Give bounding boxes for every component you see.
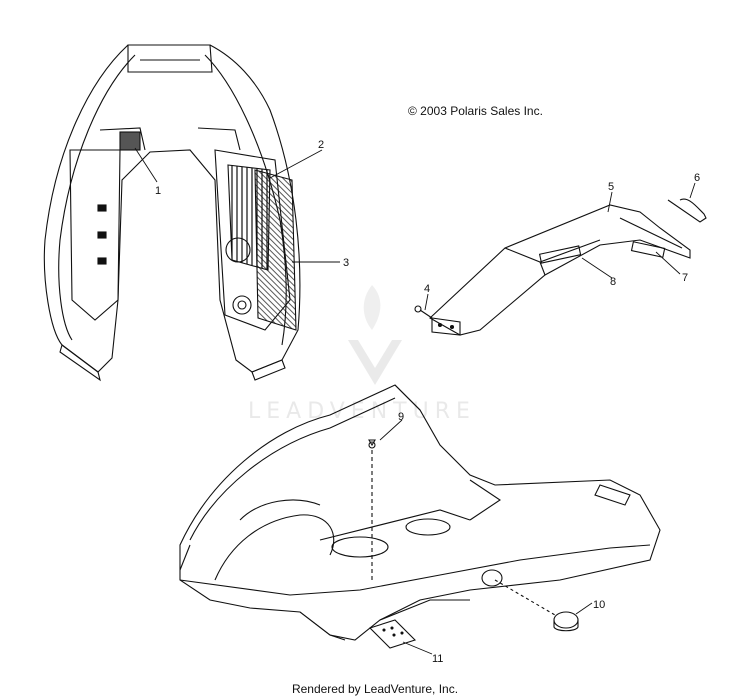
callout-6: 6 bbox=[694, 172, 700, 184]
callout-2: 2 bbox=[318, 139, 324, 151]
callout-8: 8 bbox=[610, 276, 616, 288]
callout-7: 7 bbox=[682, 272, 688, 284]
copyright-text: © 2003 Polaris Sales Inc. bbox=[408, 104, 543, 118]
callout-3: 3 bbox=[343, 257, 349, 269]
callout-labels: 1 2 3 4 5 6 7 8 9 10 11 bbox=[155, 139, 700, 665]
label-plate bbox=[368, 619, 417, 649]
watermark-logo: LEADVENTURE bbox=[248, 285, 476, 424]
callout-4: 4 bbox=[424, 283, 430, 295]
watermark-text: LEADVENTURE bbox=[248, 399, 476, 424]
callout-1: 1 bbox=[155, 185, 161, 197]
plug-part bbox=[494, 579, 579, 632]
hood-side-view bbox=[179, 384, 661, 641]
hood-front-view bbox=[43, 44, 301, 382]
heat-shield-assembly bbox=[414, 198, 707, 336]
callout-11: 11 bbox=[432, 653, 443, 665]
leader-lines bbox=[134, 147, 696, 655]
callout-9: 9 bbox=[398, 411, 404, 423]
callout-10: 10 bbox=[593, 599, 605, 611]
callout-5: 5 bbox=[608, 181, 614, 193]
footer-credit: Rendered by LeadVenture, Inc. bbox=[291, 682, 459, 696]
